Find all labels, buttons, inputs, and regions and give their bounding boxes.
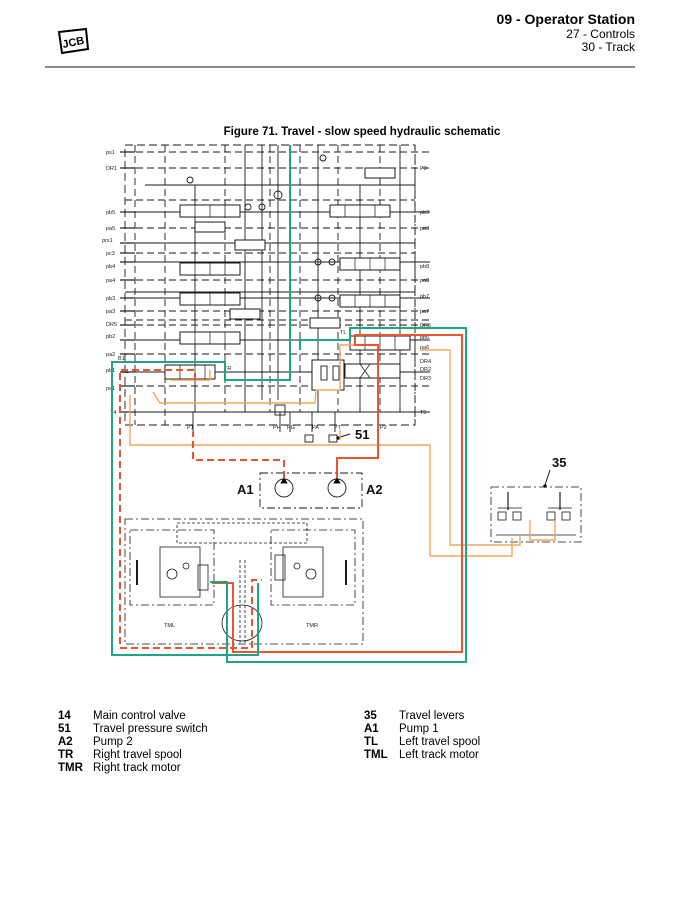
svg-text:pa2: pa2 bbox=[106, 352, 115, 358]
header-divider bbox=[45, 66, 635, 68]
svg-text:ps1: ps1 bbox=[106, 150, 115, 156]
subsection-title: 27 - Controls bbox=[566, 27, 635, 41]
svg-text:pb1: pb1 bbox=[106, 368, 115, 374]
svg-text:pa5: pa5 bbox=[106, 226, 115, 232]
section-title: 09 - Operator Station bbox=[496, 11, 635, 27]
figure-title: Figure 71. Travel - slow speed hydraulic… bbox=[223, 126, 501, 138]
pump-a1-label: A1 bbox=[237, 482, 254, 497]
svg-text:pb7: pb7 bbox=[420, 294, 429, 300]
label-tml: TML bbox=[164, 623, 175, 629]
main-control-valve bbox=[120, 144, 430, 443]
svg-text:PA: PA bbox=[312, 425, 319, 431]
svg-text:pb4: pb4 bbox=[106, 264, 115, 270]
svg-text:P3: P3 bbox=[420, 166, 427, 172]
track-motors bbox=[124, 518, 364, 645]
pilot-lines-orange bbox=[129, 344, 556, 557]
svg-text:pa8: pa8 bbox=[420, 278, 429, 284]
svg-text:pb5: pb5 bbox=[106, 210, 115, 216]
svg-text:pa3: pa3 bbox=[106, 309, 115, 315]
svg-text:pa7: pa7 bbox=[420, 309, 429, 315]
port-labels-bottom: P1 PH PG PA PT P2 bbox=[187, 425, 387, 431]
label-tl: TL bbox=[340, 330, 346, 336]
svg-text:DR5: DR5 bbox=[106, 322, 117, 328]
port-labels-right: P3 pb9 pa9 pb8 pa8 pb7 pa7 DR6 pb6 pa6 D… bbox=[420, 166, 431, 416]
svg-text:DR3: DR3 bbox=[420, 376, 431, 382]
return-lines-teal bbox=[111, 145, 467, 663]
callout-51: 51 bbox=[355, 427, 369, 442]
callout-35: 35 bbox=[552, 455, 566, 470]
svg-text:pa9: pa9 bbox=[420, 226, 429, 232]
pump-a2-label: A2 bbox=[366, 482, 383, 497]
svg-text:pb9: pb9 bbox=[420, 210, 429, 216]
svg-text:T5: T5 bbox=[420, 410, 426, 416]
label-a1-small: A1 bbox=[122, 369, 129, 375]
svg-text:T4: T4 bbox=[110, 410, 116, 416]
jcb-logo: JCB bbox=[57, 27, 90, 55]
svg-text:pa1: pa1 bbox=[106, 386, 115, 392]
pressure-line-red bbox=[212, 334, 463, 653]
svg-text:PT: PT bbox=[334, 425, 342, 431]
svg-text:prs1: prs1 bbox=[102, 238, 113, 244]
svg-text:pb2: pb2 bbox=[106, 334, 115, 340]
pump-unit bbox=[259, 472, 363, 509]
svg-text:pa6: pa6 bbox=[420, 345, 429, 351]
svg-text:DR2: DR2 bbox=[420, 367, 431, 373]
label-tmr: TMR bbox=[306, 623, 318, 629]
subsubsection-title: 30 - Track bbox=[581, 40, 635, 54]
brand-text: JCB bbox=[61, 35, 85, 51]
svg-text:pc3: pc3 bbox=[106, 251, 115, 257]
svg-text:P1: P1 bbox=[187, 425, 194, 431]
svg-text:PG: PG bbox=[287, 425, 295, 431]
pressure-line-red-dashed bbox=[119, 369, 285, 649]
port-labels-left: ps1 DR1 pb5 pa5 prs1 pc3 pb4 pa4 pb3 pa3… bbox=[102, 150, 117, 416]
label-tr: TR bbox=[224, 366, 231, 372]
svg-text:DR4: DR4 bbox=[420, 359, 431, 365]
travel-levers bbox=[490, 469, 582, 543]
svg-text:DR1: DR1 bbox=[106, 166, 117, 172]
svg-text:DR6: DR6 bbox=[420, 323, 431, 329]
page-header: 09 - Operator Station 27 - Controls 30 -… bbox=[497, 10, 635, 54]
label-b1: B1 bbox=[118, 356, 125, 362]
svg-text:pa4: pa4 bbox=[106, 278, 115, 284]
svg-text:pb8: pb8 bbox=[420, 264, 429, 270]
svg-text:pb3: pb3 bbox=[106, 296, 115, 302]
svg-text:pb6: pb6 bbox=[420, 335, 429, 341]
svg-text:P2: P2 bbox=[380, 425, 387, 431]
svg-text:PH: PH bbox=[273, 425, 281, 431]
hydraulic-lines bbox=[111, 145, 556, 663]
